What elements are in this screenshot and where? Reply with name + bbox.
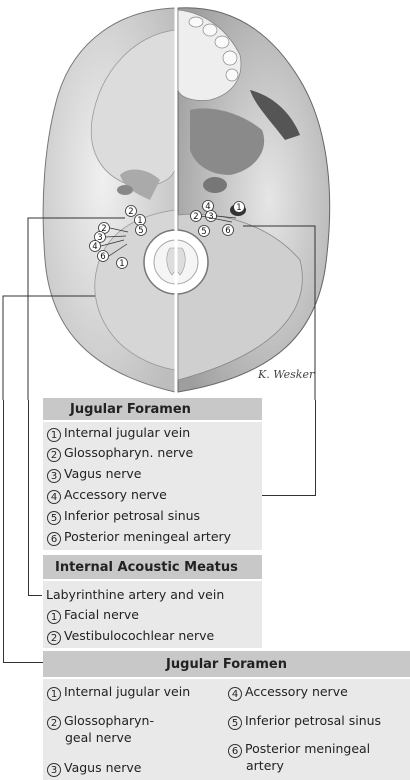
leader-jugular-right — [243, 225, 316, 400]
callout-right-5: 5 — [201, 227, 206, 237]
callout-right-1: 1 — [236, 203, 241, 213]
callout-left-2: 2 — [128, 207, 133, 217]
callout-left-2b: 2 — [101, 224, 106, 234]
callout-right-6: 6 — [225, 226, 230, 236]
callout-left-5: 5 — [138, 226, 143, 236]
skull-base-illustration: K. Wesker 2 1 2 5 3 4 6 1 4 3 2 5 6 1 — [2, 7, 331, 400]
box2-intro: Labyrinthine artery and vein — [46, 587, 225, 602]
callout-left-3: 3 — [97, 233, 102, 243]
leader-acoustic-horizontal — [28, 595, 42, 596]
box2-panel — [43, 581, 262, 648]
box3-item-2-cont: geal nerve — [65, 730, 132, 745]
leader-acoustic-vertical — [28, 400, 29, 595]
box1-title: Jugular Foramen — [43, 398, 262, 420]
leader-bottom-vertical — [3, 400, 4, 662]
leader-bottom-horizontal — [3, 662, 43, 663]
artist-signature: K. Wesker — [257, 368, 315, 381]
leader-right-horizontal — [262, 495, 316, 496]
callout-left-4: 4 — [92, 242, 97, 252]
callout-left-1b: 1 — [119, 259, 124, 269]
callout-right-4: 4 — [205, 202, 210, 212]
leader-right-vertical — [315, 400, 316, 495]
callout-left-6: 6 — [100, 252, 105, 262]
callout-left-1: 1 — [137, 216, 142, 226]
callout-right-2: 2 — [193, 212, 198, 222]
leader-jugular-bottom — [2, 295, 95, 400]
box3-panel — [43, 679, 410, 780]
box2-title: Internal Acoustic Meatus — [43, 555, 262, 579]
leader-internal-acoustic — [27, 217, 125, 400]
box3-item-6-cont: artery — [246, 758, 284, 773]
box1-panel — [43, 422, 262, 550]
callout-right-3: 3 — [208, 212, 213, 222]
box3-title: Jugular Foramen — [43, 651, 410, 677]
